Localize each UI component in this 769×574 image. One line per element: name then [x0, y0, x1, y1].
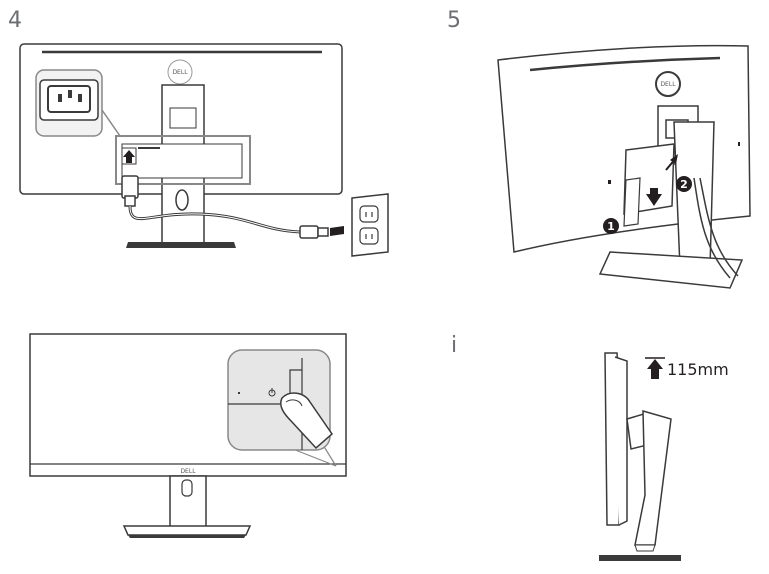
power-plug-icon: [121, 175, 139, 207]
height-adjustment-illustration: 115mm: [585, 345, 765, 570]
power-cable-connection-illustration: DELL: [0, 30, 400, 260]
dell-logo: DELL: [655, 71, 681, 97]
wall-outlet-icon: [351, 193, 389, 257]
power-button-illustration: DELL: [20, 330, 360, 545]
svg-text:DELL: DELL: [660, 81, 676, 88]
callout-1: 1: [607, 220, 615, 233]
height-adjust-label: 115mm: [667, 360, 729, 379]
info-marker: i: [451, 333, 458, 358]
step-number-4: 4: [8, 8, 22, 33]
svg-text:DELL: DELL: [172, 69, 188, 76]
cable-management-illustration: DELL 1 2: [490, 38, 760, 298]
up-arrow-icon: [121, 147, 137, 165]
callout-2: 2: [680, 178, 688, 191]
step-number-5: 5: [447, 8, 461, 33]
dell-logo: DELL: [167, 59, 193, 85]
dell-logo: DELL: [180, 468, 196, 475]
finger-icon: [280, 392, 333, 450]
power-button-icon: [268, 388, 276, 397]
up-arrow-icon: [645, 357, 665, 379]
